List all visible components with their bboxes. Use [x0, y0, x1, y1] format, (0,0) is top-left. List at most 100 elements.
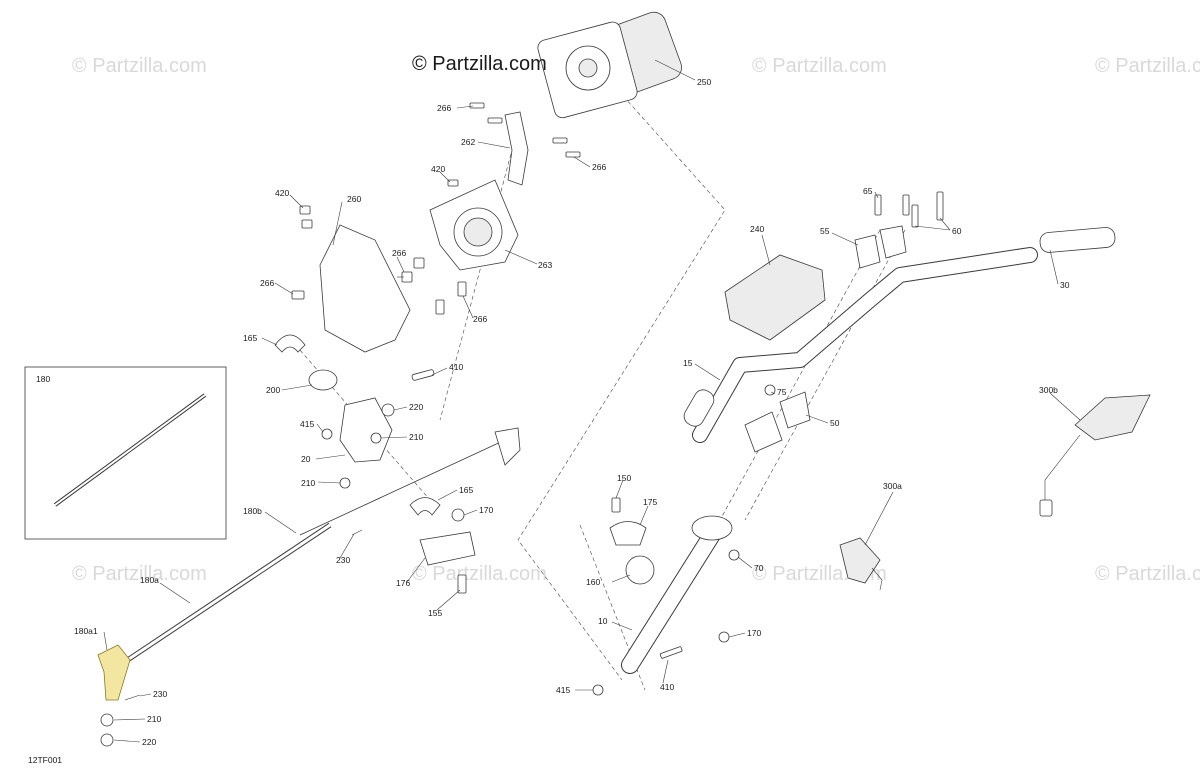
callout-266: 266	[473, 314, 487, 324]
callout-15: 15	[683, 358, 693, 368]
ring-200-part	[308, 369, 338, 391]
bolt-410-column-part	[659, 646, 683, 659]
coupler-20-part	[339, 397, 393, 463]
nut-415-column-part	[592, 684, 604, 696]
handlebar-pad-240-part	[724, 254, 826, 341]
watermark-bottom-left: © Partzilla.com	[72, 563, 207, 585]
steering-column-10-part	[621, 515, 733, 674]
bolt-410-part	[411, 369, 435, 381]
mirror-300a-part	[839, 537, 883, 591]
watermark-bottom-right: © Partzilla.com	[1095, 563, 1200, 585]
nut-220-bottom-part	[100, 733, 114, 747]
grip-left-part	[683, 389, 715, 427]
callout-415: 415	[300, 419, 314, 429]
callout-50: 50	[830, 418, 840, 428]
callout-180a1: 180a1	[74, 626, 98, 636]
bolt-60-part	[936, 191, 944, 221]
callout-176: 176	[396, 578, 410, 588]
nut-220-part	[381, 403, 395, 417]
washer-210-part	[370, 432, 382, 444]
watermark-top-right: © Partzilla.com	[1095, 55, 1200, 77]
callout-165: 165	[459, 485, 473, 495]
callout-262: 262	[461, 137, 475, 147]
callout-210: 210	[409, 432, 423, 442]
clamp-50-lower-right-part	[779, 391, 811, 429]
leader-lines	[103, 59, 1081, 743]
mount-plate-263-part	[429, 179, 519, 271]
assembly-dashed-line-bar-right	[744, 229, 906, 521]
nut-415-part	[321, 428, 333, 440]
grip-30-part	[1039, 227, 1116, 253]
callout-70: 70	[754, 563, 764, 573]
clamp-55-right-part	[879, 225, 907, 259]
callout-410: 410	[449, 362, 463, 372]
tie-rod-end-180a1-highlighted-part	[97, 644, 131, 701]
washer-210-bottom-part	[100, 713, 114, 727]
figure-code: 12TF001	[28, 755, 62, 765]
assembly-dashed-line-main	[517, 69, 726, 681]
callout-263: 263	[538, 260, 552, 270]
handlebar-15-part	[692, 247, 1038, 443]
callout-420: 420	[275, 188, 289, 198]
callout-210: 210	[147, 714, 161, 724]
callout-155: 155	[428, 608, 442, 618]
tie-rod-end-upper-part	[494, 427, 521, 466]
callout-300a: 300a	[883, 481, 902, 491]
bolt-155-part	[457, 574, 467, 594]
copyright-watermark: © Partzilla.com	[412, 53, 547, 75]
bolt-65b-part	[902, 194, 910, 216]
bracket-262-part	[504, 111, 529, 186]
callout-180b: 180b	[243, 506, 262, 516]
callout-20: 20	[301, 454, 311, 464]
callout-410: 410	[660, 682, 674, 692]
callout-75: 75	[777, 387, 787, 397]
callout-266: 266	[260, 278, 274, 288]
callout-300b: 300b	[1039, 385, 1058, 395]
callout-175: 175	[643, 497, 657, 507]
callout-266: 266	[392, 248, 406, 258]
cotter-pin-230-part	[351, 529, 363, 536]
nut-170-part	[451, 508, 465, 522]
washer-210-lower-part	[339, 477, 351, 489]
callout-10: 10	[598, 616, 608, 626]
fastener-bolts	[291, 102, 581, 315]
watermark-top-left: © Partzilla.com	[72, 55, 207, 77]
bolt-65-part	[874, 194, 882, 216]
callout-30: 30	[1060, 280, 1070, 290]
callout-266: 266	[437, 103, 451, 113]
mirror-300b-part	[1039, 394, 1151, 517]
callout-240: 240	[750, 224, 764, 234]
callout-250: 250	[697, 77, 711, 87]
callout-220: 220	[142, 737, 156, 747]
callout-230: 230	[153, 689, 167, 699]
callout-260: 260	[347, 194, 361, 204]
callout-230: 230	[336, 555, 350, 565]
collar-165-lower-part	[409, 497, 441, 516]
housing-260-part	[319, 224, 411, 353]
bushing-160-part	[625, 555, 655, 585]
callout-210: 210	[301, 478, 315, 488]
clamp-175-part	[609, 521, 647, 546]
inset-label-180: 180	[36, 374, 50, 384]
assembly-dashed-line-bar-left	[719, 229, 881, 521]
assembly-dashed-line-left	[439, 119, 521, 421]
watermark-bottom-center: © Partzilla.com	[412, 563, 547, 585]
callout-220: 220	[409, 402, 423, 412]
callout-65: 65	[863, 186, 873, 196]
callout-55: 55	[820, 226, 830, 236]
callout-150: 150	[617, 473, 631, 483]
callout-420: 420	[431, 164, 445, 174]
clamp-176-part	[419, 531, 476, 566]
callout-200: 200	[266, 385, 280, 395]
collar-165-top-part	[274, 334, 306, 353]
callout-60: 60	[952, 226, 962, 236]
inset-box-180	[24, 366, 227, 540]
nut-70-part	[728, 549, 740, 561]
bolt-60b-part	[911, 204, 919, 228]
callout-160: 160	[586, 577, 600, 587]
callout-415: 415	[556, 685, 570, 695]
callout-180a: 180a	[140, 575, 159, 585]
clamp-50-lower-left-part	[744, 411, 783, 453]
cotter-pin-230-bottom-part	[124, 694, 141, 701]
